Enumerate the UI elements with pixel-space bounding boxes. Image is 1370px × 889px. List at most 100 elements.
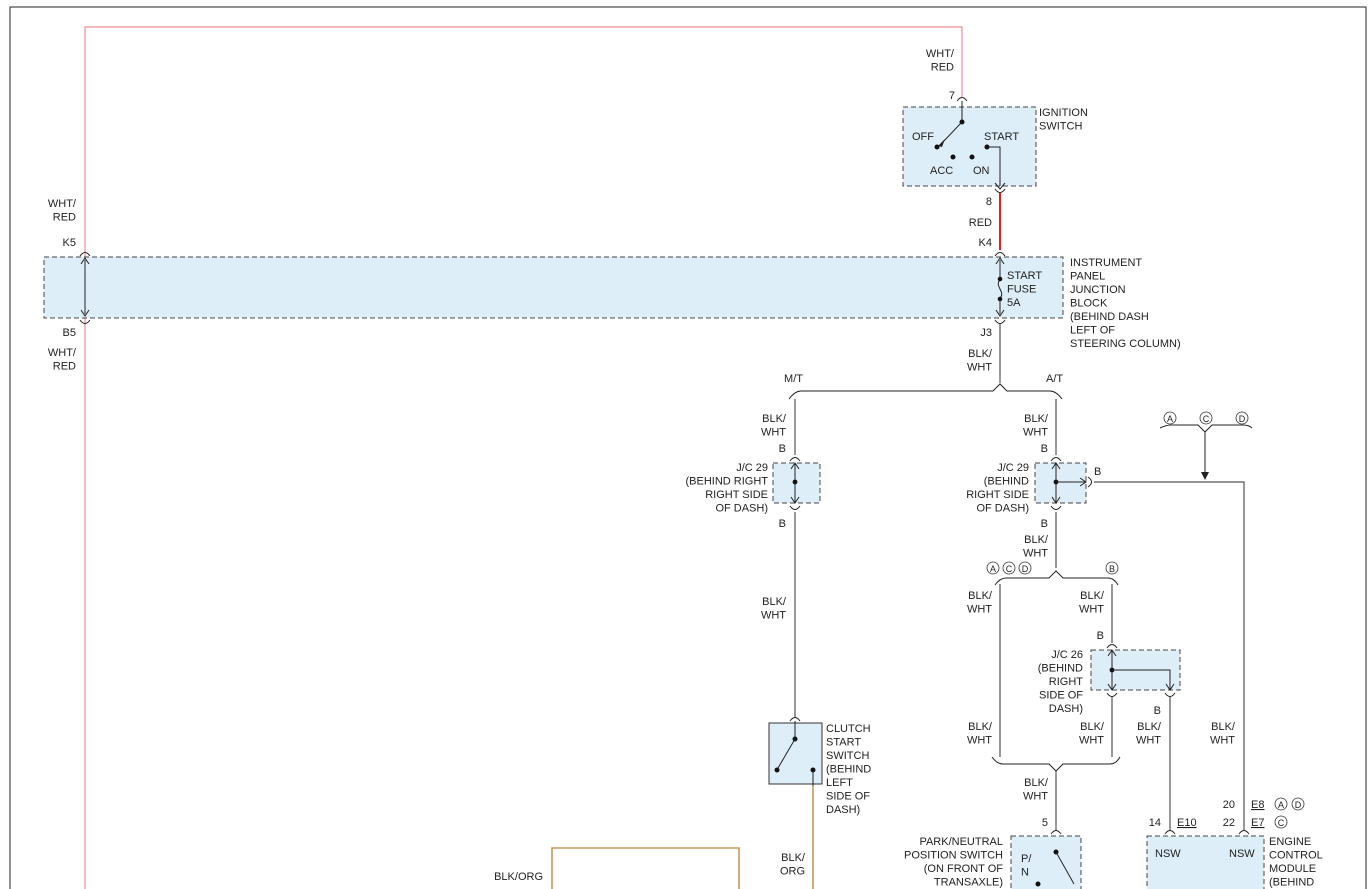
label-wht-red-ignition: WHT/RED bbox=[926, 48, 955, 74]
jc26-branch bbox=[1112, 669, 1171, 690]
pn-switch-box bbox=[1010, 835, 1082, 889]
option-a-ecm: A bbox=[1274, 797, 1288, 811]
label-blk-wht-jc26-right: BLK/WHT bbox=[1136, 721, 1162, 747]
pin-j3: J3 bbox=[980, 327, 992, 339]
svg-text:C: C bbox=[1278, 818, 1285, 828]
branch-split-mt-at bbox=[788, 383, 1063, 400]
jc29-left-terminal-top bbox=[789, 457, 801, 462]
svg-text:A: A bbox=[1167, 414, 1173, 424]
ignition-switch-box bbox=[902, 106, 1037, 187]
label-blk-wht-pn: BLK/WHT bbox=[1023, 777, 1049, 803]
label-blk-wht-acd-2: BLK/WHT bbox=[967, 721, 993, 747]
jc26-arrows bbox=[1107, 649, 1117, 691]
pin-b-jc29-left-bottom: B bbox=[779, 518, 786, 530]
label-blk-wht-jc26-left: BLK/WHT bbox=[1079, 721, 1105, 747]
ignition-contact-acc bbox=[950, 154, 956, 160]
jc26-branch-arrow bbox=[1165, 683, 1175, 691]
jc29-left-terminal-bottom bbox=[789, 505, 801, 510]
pin-e10: E10 bbox=[1177, 817, 1197, 829]
option-arrow-head bbox=[1201, 472, 1209, 480]
pin-20: 20 bbox=[1223, 799, 1235, 811]
ignition-blade-arrow bbox=[938, 139, 945, 147]
ignition-label-on: ON bbox=[973, 165, 990, 177]
option-a-split: A bbox=[986, 561, 1000, 575]
jc26-terminal-left-bottom bbox=[1106, 692, 1118, 697]
svg-text:A: A bbox=[1278, 800, 1284, 810]
pin-k5: K5 bbox=[63, 237, 76, 249]
jc29-right-branch-arrow bbox=[1079, 477, 1087, 487]
label-blk-wht-mt-2: BLK/WHT bbox=[761, 596, 787, 622]
option-c-top: C bbox=[1199, 411, 1213, 425]
option-d-top: D bbox=[1235, 411, 1249, 425]
pn-terminal-top bbox=[1050, 830, 1062, 835]
pin-5: 5 bbox=[1042, 817, 1048, 829]
svg-text:C: C bbox=[1203, 414, 1210, 424]
pin-b-jc29-right-bottom: B bbox=[1041, 518, 1048, 530]
ignition-label-acc: ACC bbox=[930, 165, 953, 177]
jc29-right-box bbox=[1034, 462, 1087, 504]
label-blk-wht-ecm: BLK/WHT bbox=[1210, 721, 1236, 747]
pin-b-jc29-right-side: B bbox=[1094, 466, 1101, 478]
pn-label: P/N bbox=[1021, 853, 1032, 879]
branch-mt: M/T bbox=[784, 373, 803, 385]
label-wht-red-left-bottom: WHT/RED bbox=[48, 347, 77, 373]
label-blk-wht-mt: BLK/WHT bbox=[761, 413, 787, 439]
ecm-nsw-left: NSW bbox=[1155, 848, 1181, 860]
jc29-right-terminal-top bbox=[1050, 457, 1062, 462]
label-red: RED bbox=[969, 217, 992, 229]
pin-b5: B5 bbox=[63, 327, 76, 339]
svg-text:D: D bbox=[1295, 800, 1302, 810]
label-wht-red-left-top: WHT/RED bbox=[48, 198, 77, 224]
svg-text:C: C bbox=[1006, 564, 1013, 574]
pin-14: 14 bbox=[1149, 817, 1161, 829]
clutch-terminal-top bbox=[789, 717, 801, 722]
svg-text:A: A bbox=[990, 564, 996, 574]
pn-blade bbox=[1055, 851, 1075, 885]
pin-22: 22 bbox=[1223, 817, 1235, 829]
svg-text:B: B bbox=[1109, 564, 1115, 574]
ignition-contact-on bbox=[969, 154, 975, 160]
pin-7: 7 bbox=[949, 90, 955, 102]
clutch-contact-bottom bbox=[774, 767, 780, 773]
option-c-ecm: C bbox=[1274, 815, 1288, 829]
option-d-ecm: D bbox=[1291, 797, 1305, 811]
option-bracket-top bbox=[1159, 424, 1253, 433]
diagram-frame bbox=[9, 6, 1367, 889]
branch-at: A/T bbox=[1046, 373, 1063, 385]
label-blk-wht-at: BLK/WHT bbox=[1023, 413, 1049, 439]
ignition-terminal-8 bbox=[994, 182, 1006, 193]
ignition-label-off: OFF bbox=[912, 131, 934, 143]
label-blk-wht-at-2: BLK/WHT bbox=[1023, 534, 1049, 560]
wire-wht-red-top bbox=[84, 26, 963, 889]
svg-text:D: D bbox=[1239, 414, 1246, 424]
ignition-start-lead bbox=[987, 146, 1001, 186]
ecm-box bbox=[1146, 835, 1265, 889]
option-b-split: B bbox=[1105, 561, 1119, 575]
ignition-contact-off bbox=[934, 144, 940, 150]
jb-right-arrows bbox=[995, 257, 1005, 317]
pin-e7: E7 bbox=[1251, 817, 1264, 829]
ignition-blade bbox=[941, 121, 963, 144]
pn-contact-bottom bbox=[1035, 881, 1041, 887]
ignition-label-start: START bbox=[984, 131, 1019, 143]
fuse-dot-top bbox=[997, 276, 1003, 282]
svg-text:D: D bbox=[1022, 564, 1029, 574]
jc29-left-arrows bbox=[790, 462, 800, 504]
option-d-split: D bbox=[1018, 561, 1032, 575]
jb-left-arrows bbox=[80, 257, 90, 317]
ecm-terminal-14 bbox=[1164, 830, 1176, 835]
label-blk-wht-b: BLK/WHT bbox=[1079, 590, 1105, 616]
jb-right-k4-terminal bbox=[994, 252, 1006, 257]
ecm-terminal-22 bbox=[1238, 830, 1250, 835]
junction-block-box bbox=[43, 256, 1064, 319]
jc29-right-terminal-bottom bbox=[1050, 505, 1062, 510]
ecm-nsw-right: NSW bbox=[1229, 848, 1255, 860]
jc29-left-node bbox=[792, 479, 798, 485]
